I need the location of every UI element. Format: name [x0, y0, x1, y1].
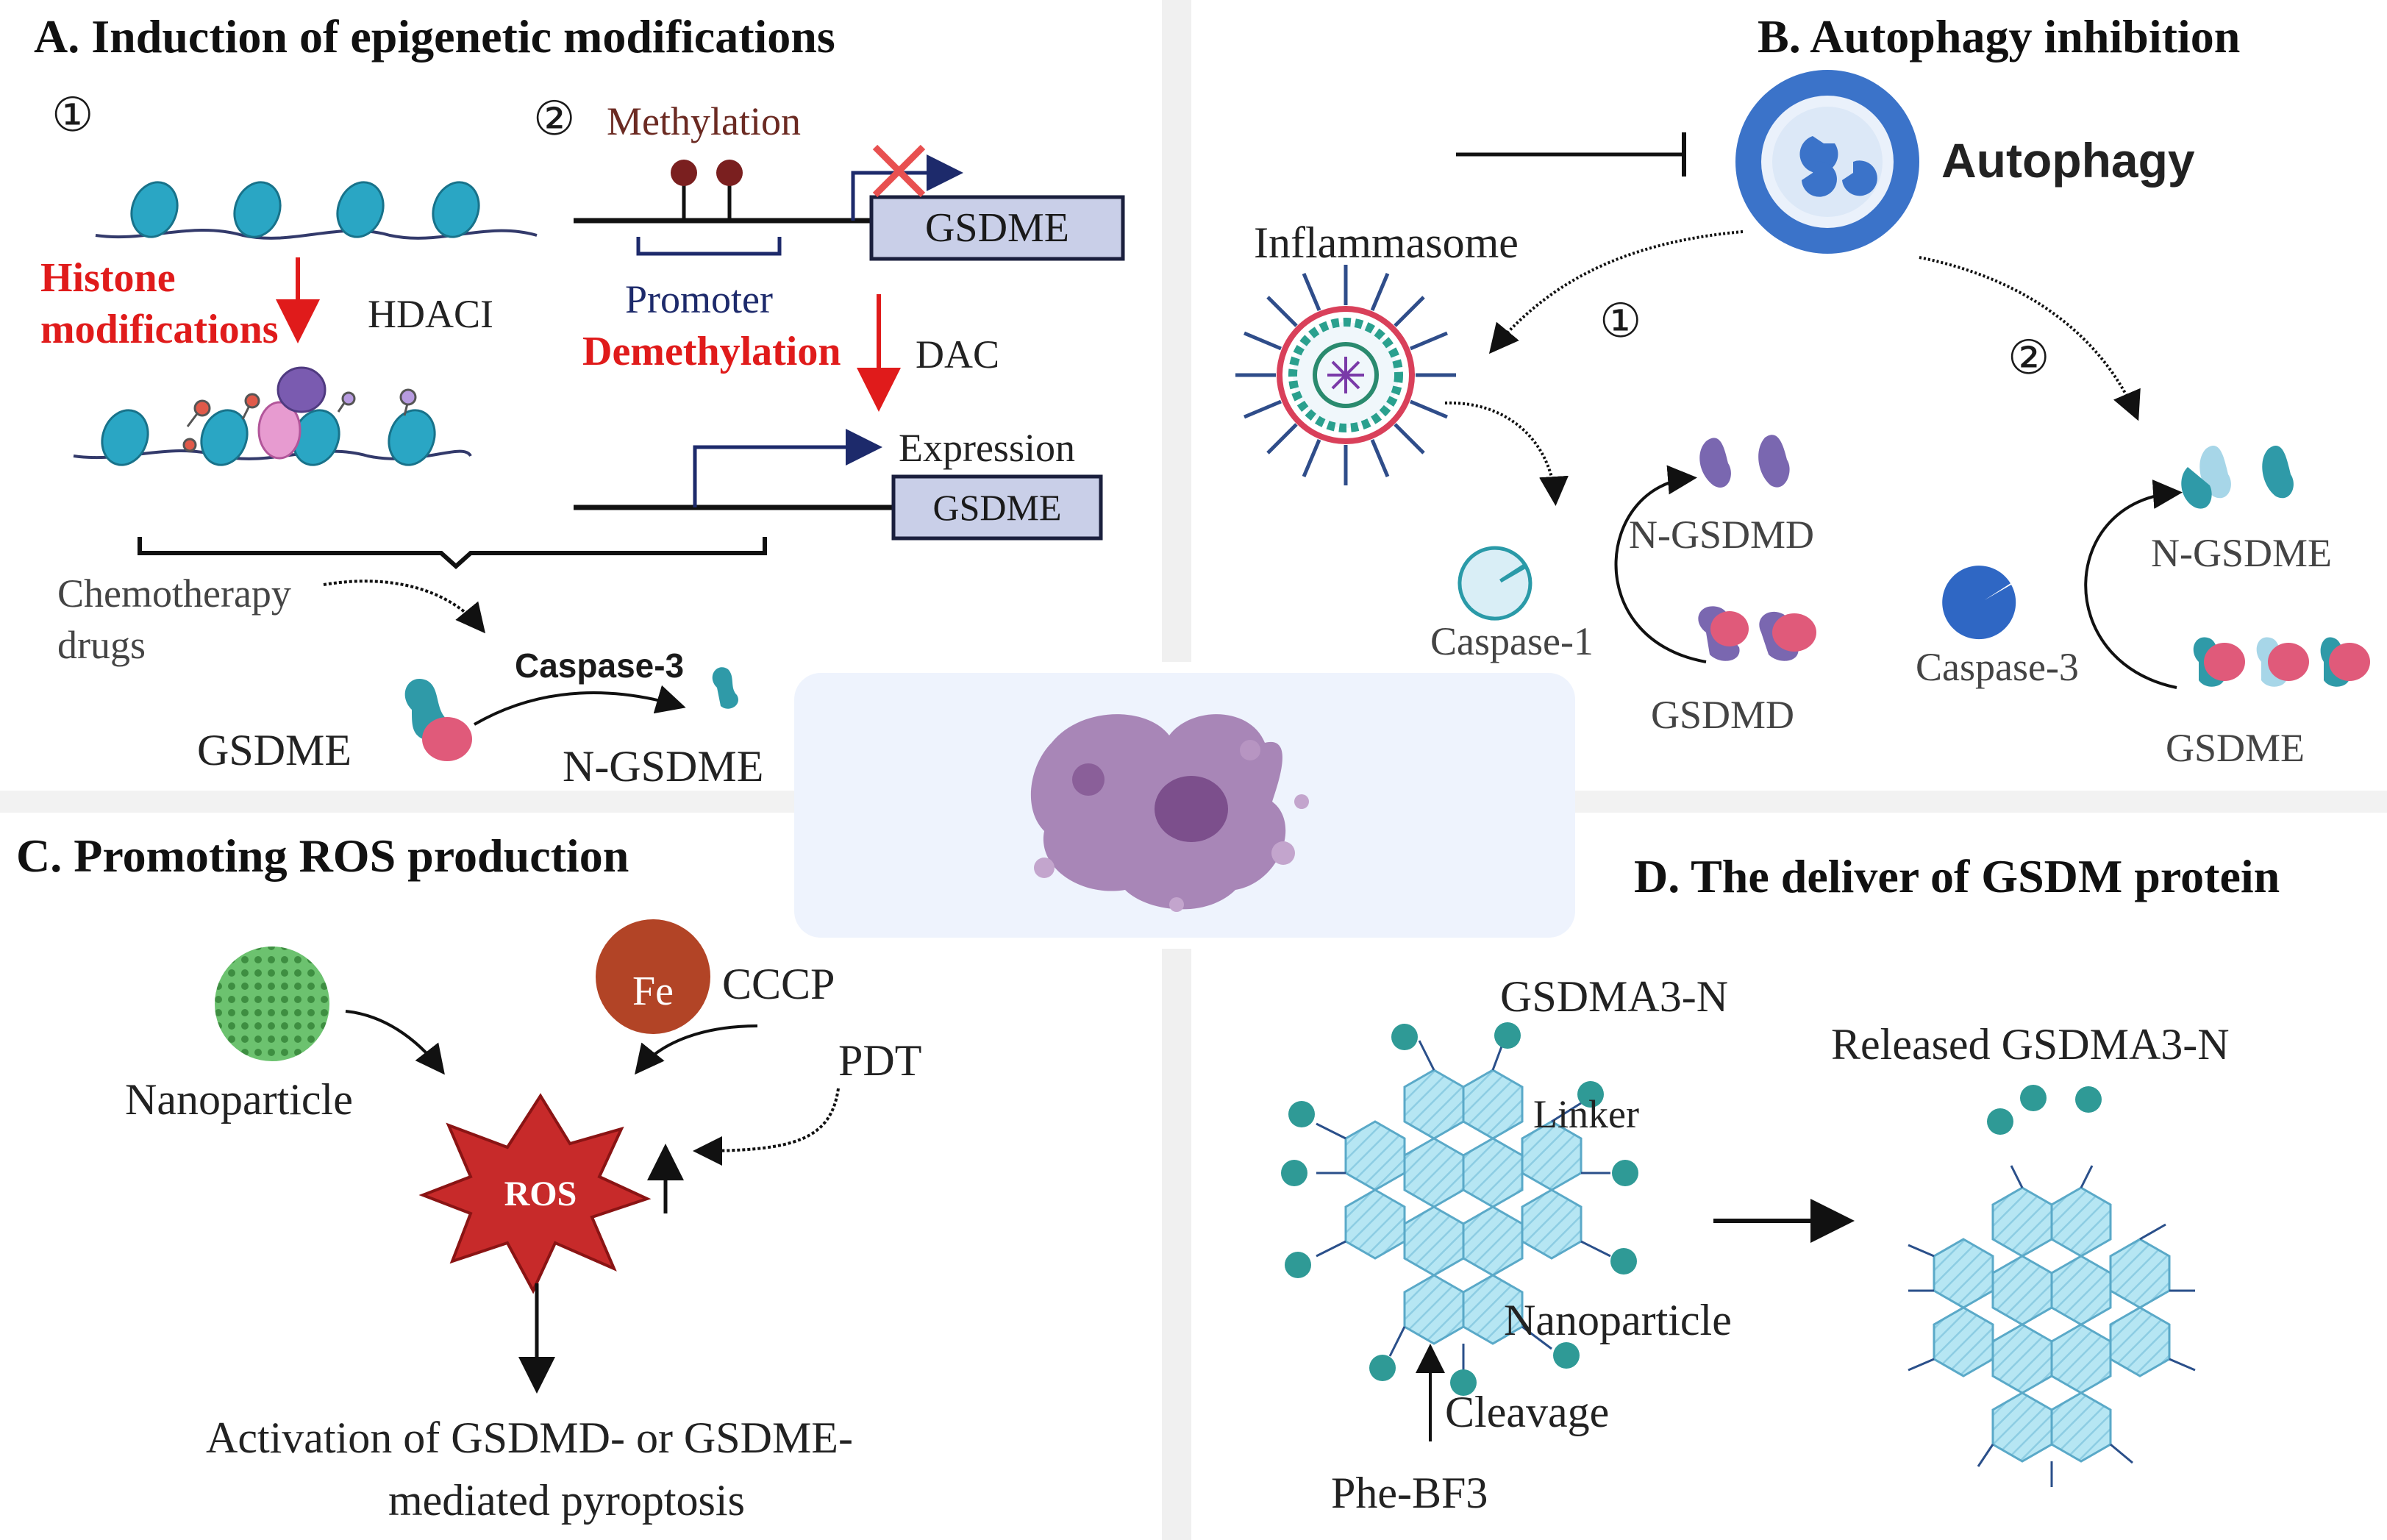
promoter-arrow-icon — [693, 429, 882, 507]
gsdmd-label: GSDMD — [1651, 693, 1795, 737]
activation-label-line2: mediated pyroptosis — [388, 1476, 745, 1525]
step-1-marker: ① — [51, 88, 94, 143]
chemo-label-line2: drugs — [57, 623, 146, 667]
panel-b-title: B. Autophagy inhibition — [1758, 10, 2241, 63]
methyl-group-icon — [671, 160, 743, 221]
chemo-label-line1: Chemotherapy — [57, 571, 291, 616]
pyroptotic-cell-icon — [1030, 714, 1309, 912]
gsdme-gene-box — [869, 195, 1125, 261]
gsdm-protein-icon — [404, 679, 472, 761]
linker-label: Linker — [1533, 1092, 1639, 1136]
demethylation-label: Demethylation — [582, 329, 841, 374]
histone-label-line2: modifications — [40, 307, 279, 352]
gsdme-gene-label: GSDME — [924, 205, 1070, 251]
gsdm-protein-icon — [1699, 435, 1790, 488]
gsdm-protein-icon — [2193, 637, 2370, 687]
fe-label: Fe — [632, 969, 674, 1014]
caspase-pacman-icon — [1457, 546, 1533, 621]
step-1-marker: ① — [1599, 294, 1642, 349]
hexagon-nanoparticle-icon — [1908, 1165, 2196, 1487]
panel-d-title: D. The deliver of GSDM protein — [1634, 850, 2280, 902]
activation-label-line1: Activation of GSDMD- or GSDME- — [206, 1414, 853, 1462]
panel-a-title: A. Induction of epigenetic modifications — [34, 10, 835, 63]
nanoparticle-label: Nanoparticle — [1504, 1296, 1732, 1344]
released-gsdma3n-label: Released GSDMA3-N — [1831, 1020, 2230, 1069]
caspase3-label: Caspase-3 — [515, 646, 685, 685]
nucleosome-icon — [432, 181, 480, 238]
gsdm-protein-icon — [1698, 606, 1816, 661]
promoter-label: Promoter — [625, 277, 773, 321]
gsdme-gene-label: GSDME — [932, 487, 1062, 528]
step-2-marker: ② — [2008, 331, 2050, 385]
inflammasome-icon — [1235, 265, 1456, 485]
blocked-x-icon — [872, 144, 926, 198]
ros-burst-icon — [418, 1093, 652, 1294]
gsdme-label: GSDME — [2166, 726, 2305, 770]
gsdm-protein-icon — [712, 667, 738, 709]
promoter-arrow-icon — [851, 154, 963, 221]
nucleosome-icon — [233, 181, 282, 238]
nucleosome-icon — [130, 181, 179, 238]
pdt-label: PDT — [838, 1036, 922, 1085]
caspase3-label: Caspase-3 — [1916, 645, 2079, 689]
phe-bf3-label: Phe-BF3 — [1331, 1469, 1488, 1517]
n-gsdme-label: N-GSDME — [2151, 531, 2333, 575]
autophagy-label: Autophagy — [1941, 133, 2195, 188]
hdaci-label: HDACI — [368, 292, 493, 336]
caspase1-label: Caspase-1 — [1430, 619, 1594, 663]
ros-label: ROS — [504, 1174, 577, 1213]
nanoparticle-label: Nanoparticle — [125, 1075, 353, 1124]
cleavage-label: Cleavage — [1445, 1388, 1610, 1436]
fe-sphere-icon — [596, 919, 710, 1034]
hexagon-nanoparticle-icon — [1281, 1022, 1638, 1396]
n-gsdmd-label: N-GSDMD — [1629, 513, 1815, 557]
nucleosome-icon — [336, 181, 385, 238]
n-gsdme-label: N-GSDME — [563, 742, 764, 791]
gsdm-protein-icon — [2181, 445, 2294, 509]
autophagosome-icon — [1735, 70, 1919, 254]
histone-label-line1: Histone — [40, 255, 176, 301]
inflammasome-label: Inflammasome — [1254, 218, 1519, 267]
gsdme-label: GSDME — [197, 726, 352, 774]
methylation-label: Methylation — [607, 99, 801, 143]
panel-c-title: C. Promoting ROS production — [16, 830, 629, 882]
expression-label: Expression — [899, 426, 1075, 470]
cccp-label: CCCP — [722, 960, 835, 1008]
step-2-marker: ② — [533, 92, 576, 146]
caspase-pacman-icon — [1942, 566, 2016, 640]
gsdma3n-label: GSDMA3-N — [1500, 972, 1729, 1021]
dac-label: DAC — [916, 332, 1000, 377]
